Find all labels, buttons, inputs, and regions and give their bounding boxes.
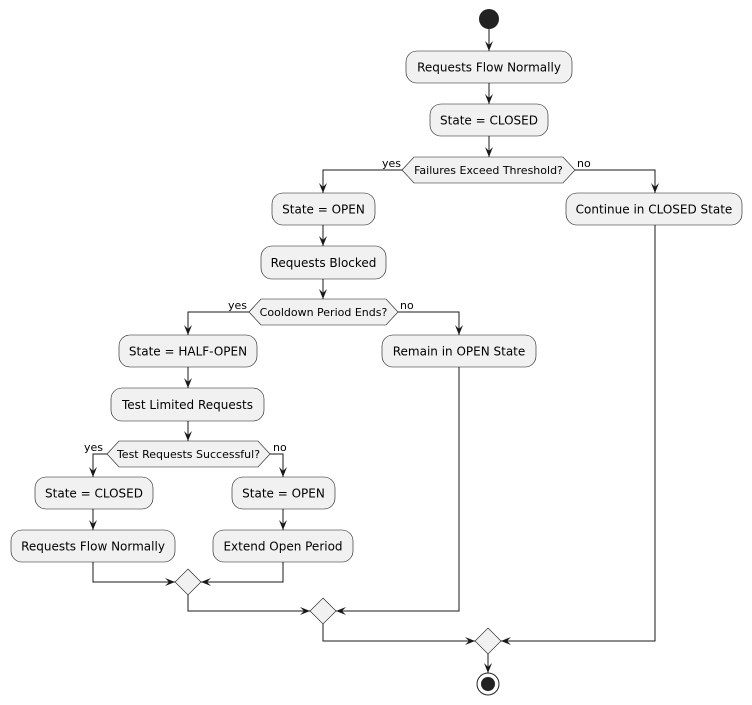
action-requests-flow-normally: Requests Flow Normally — [405, 50, 573, 84]
decision-label: Failures Exceed Threshold? — [414, 164, 563, 177]
action-label: Extend Open Period — [223, 540, 342, 554]
action-label: Test Limited Requests — [121, 398, 253, 412]
action-label: Continue in CLOSED State — [576, 203, 733, 217]
end-node — [476, 672, 500, 696]
action-state-closed-2: State = CLOSED — [34, 476, 154, 510]
action-label: State = HALF-OPEN — [129, 345, 247, 359]
action-state-open-2: State = OPEN — [231, 476, 336, 510]
decision-cooldown-period-ends: Cooldown Period Ends? — [248, 298, 399, 326]
decision-label: Cooldown Period Ends? — [260, 306, 388, 319]
branch-label-no: no — [273, 441, 287, 454]
merge-node — [309, 597, 337, 625]
action-state-half-open: State = HALF-OPEN — [118, 334, 258, 368]
action-label: Requests Blocked — [271, 256, 377, 270]
merge-node — [474, 627, 502, 655]
action-remain-in-open-state: Remain in OPEN State — [381, 334, 537, 368]
branch-label-no: no — [400, 299, 414, 312]
branch-label-yes: yes — [84, 441, 103, 454]
action-label: Requests Flow Normally — [21, 540, 165, 554]
action-requests-flow-normally-2: Requests Flow Normally — [10, 529, 176, 563]
branch-label-yes: yes — [228, 299, 247, 312]
branch-label-no: no — [577, 157, 591, 170]
action-state-open: State = OPEN — [271, 192, 376, 226]
action-test-limited-requests: Test Limited Requests — [110, 387, 265, 422]
action-label: State = OPEN — [282, 203, 365, 217]
decision-failures-exceed-threshold: Failures Exceed Threshold? — [401, 156, 576, 184]
action-label: Requests Flow Normally — [417, 61, 561, 75]
branch-label-yes: yes — [382, 157, 401, 170]
merge-node — [174, 568, 202, 596]
action-continue-in-closed-state: Continue in CLOSED State — [565, 192, 743, 226]
action-label: State = OPEN — [242, 487, 325, 501]
action-label: State = CLOSED — [440, 114, 538, 128]
arrowheads — [89, 41, 659, 673]
start-node — [479, 9, 499, 29]
decision-test-requests-successful: Test Requests Successful? — [106, 440, 271, 468]
action-state-closed: State = CLOSED — [429, 103, 549, 137]
decision-label: Test Requests Successful? — [116, 448, 260, 461]
action-label: Remain in OPEN State — [393, 345, 526, 359]
action-requests-blocked: Requests Blocked — [260, 245, 387, 280]
action-extend-open-period: Extend Open Period — [212, 529, 354, 563]
action-label: State = CLOSED — [45, 487, 143, 501]
